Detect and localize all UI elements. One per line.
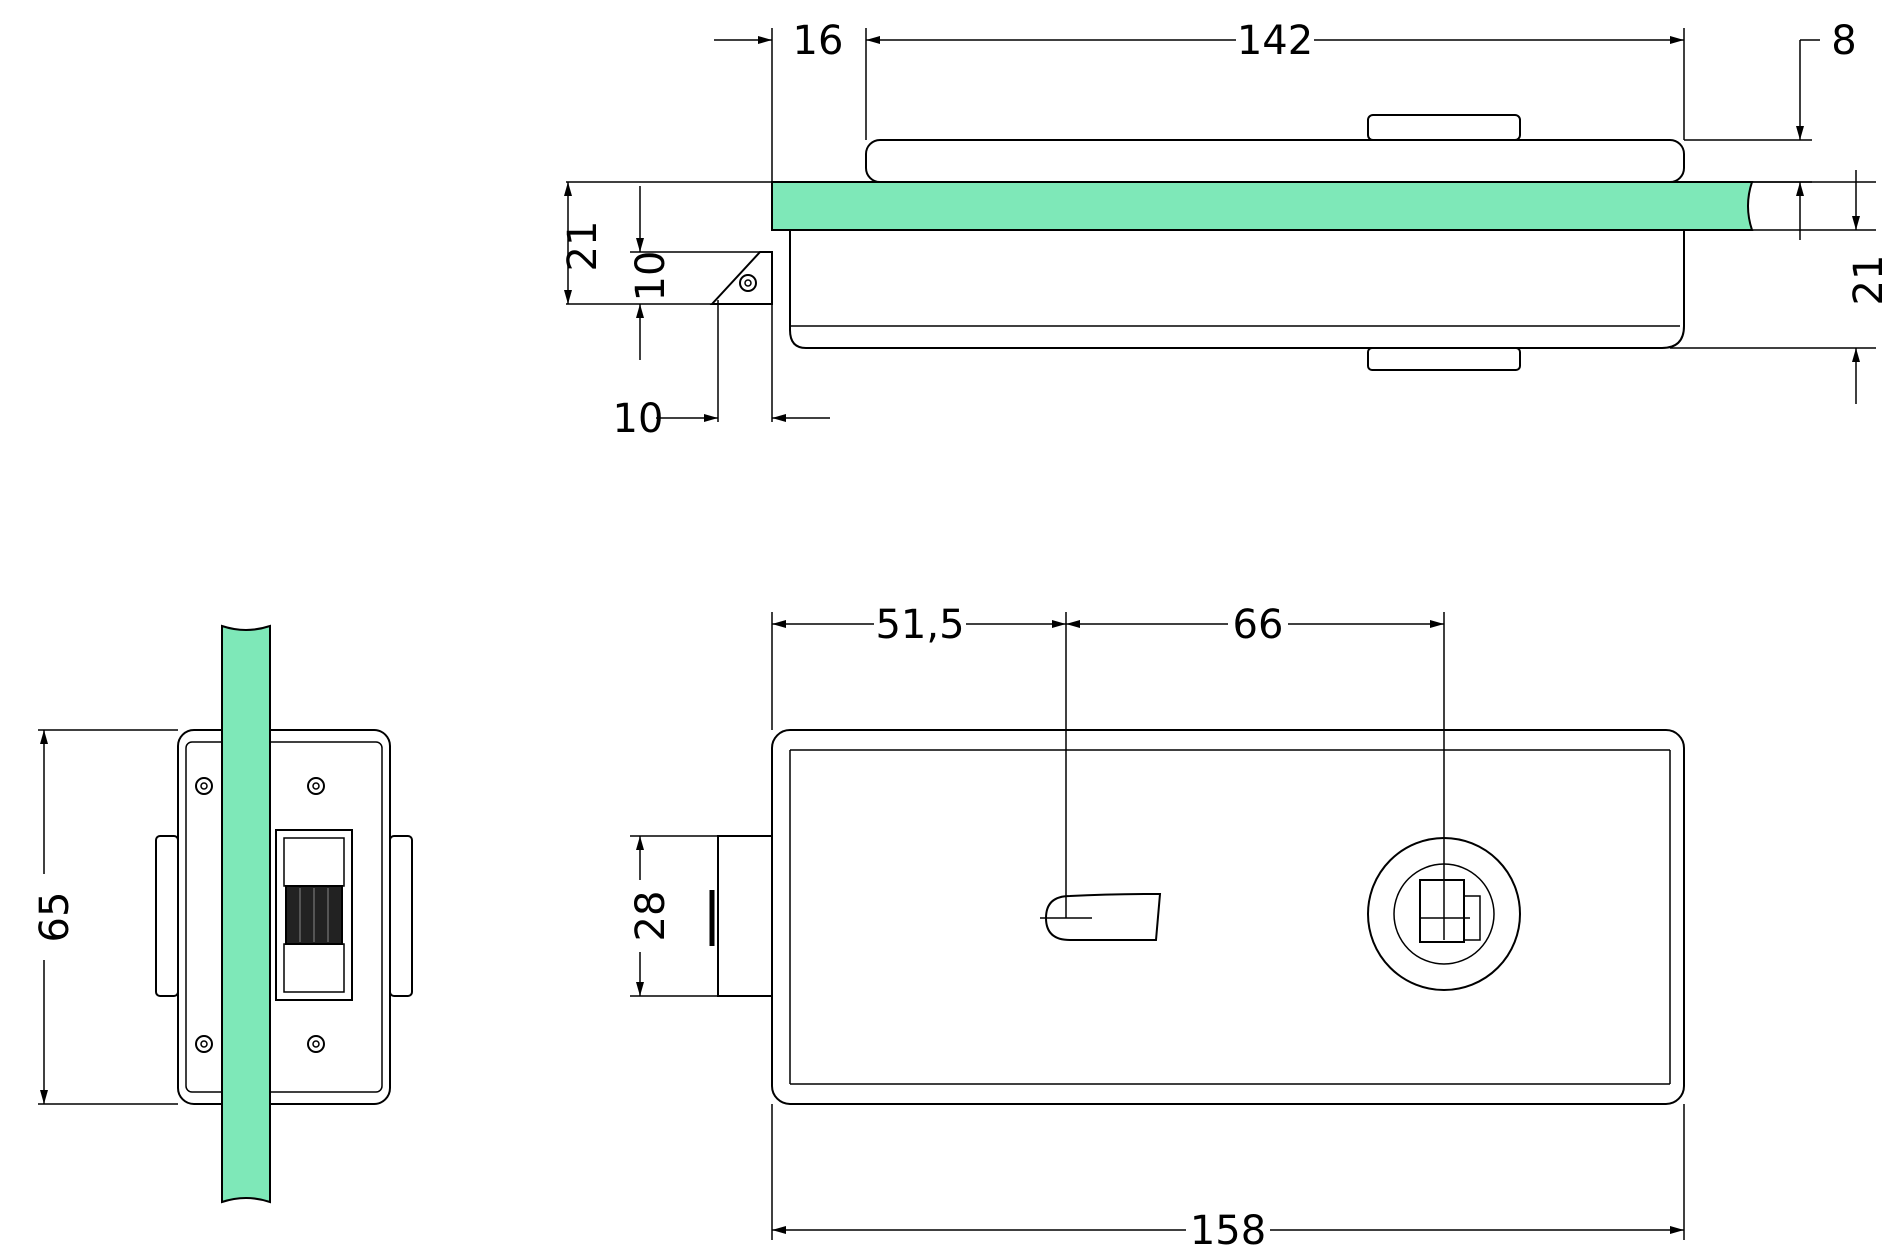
dim-28-label: 28 [628, 891, 674, 942]
side-view: 65 [32, 624, 413, 1204]
dim-158-label: 158 [1190, 1208, 1266, 1252]
screw-icon [307, 1035, 325, 1053]
dim-10-vertical-label: 10 [628, 251, 674, 302]
dim-21-right-label: 21 [1846, 255, 1888, 306]
bottom-knob [1367, 347, 1521, 371]
glass-panel-top [771, 181, 1754, 231]
top-view: 16 142 8 21 10 10 21 [560, 18, 1888, 442]
keyhole-icon [1044, 892, 1162, 941]
dim-21-left-label: 21 [560, 221, 606, 272]
glass-panel-side [221, 624, 271, 1204]
dim-65-label: 65 [32, 892, 78, 943]
screw-icon [195, 1035, 213, 1053]
top-knob [1367, 114, 1521, 141]
side-body [177, 729, 391, 1105]
dim-51-5-label: 51,5 [875, 602, 964, 648]
screw-icon [739, 274, 757, 292]
dim-10-horizontal-label: 10 [613, 396, 664, 442]
strike-bevel [709, 251, 773, 305]
front-view: 51,5 66 28 158 [628, 602, 1685, 1252]
strike-tab [717, 835, 773, 997]
side-left-knob [155, 835, 179, 997]
screw-icon [195, 777, 213, 795]
lower-body [789, 229, 1685, 349]
dim-142-label: 142 [1237, 18, 1313, 64]
dim-16-label: 16 [793, 18, 844, 64]
side-right-knob [389, 835, 413, 997]
dim-8-label: 8 [1831, 18, 1856, 64]
front-body [771, 729, 1685, 1105]
upper-clamp-plate [865, 139, 1685, 183]
latch-frame [275, 829, 353, 1001]
screw-icon [307, 777, 325, 795]
dim-66-label: 66 [1233, 602, 1284, 648]
